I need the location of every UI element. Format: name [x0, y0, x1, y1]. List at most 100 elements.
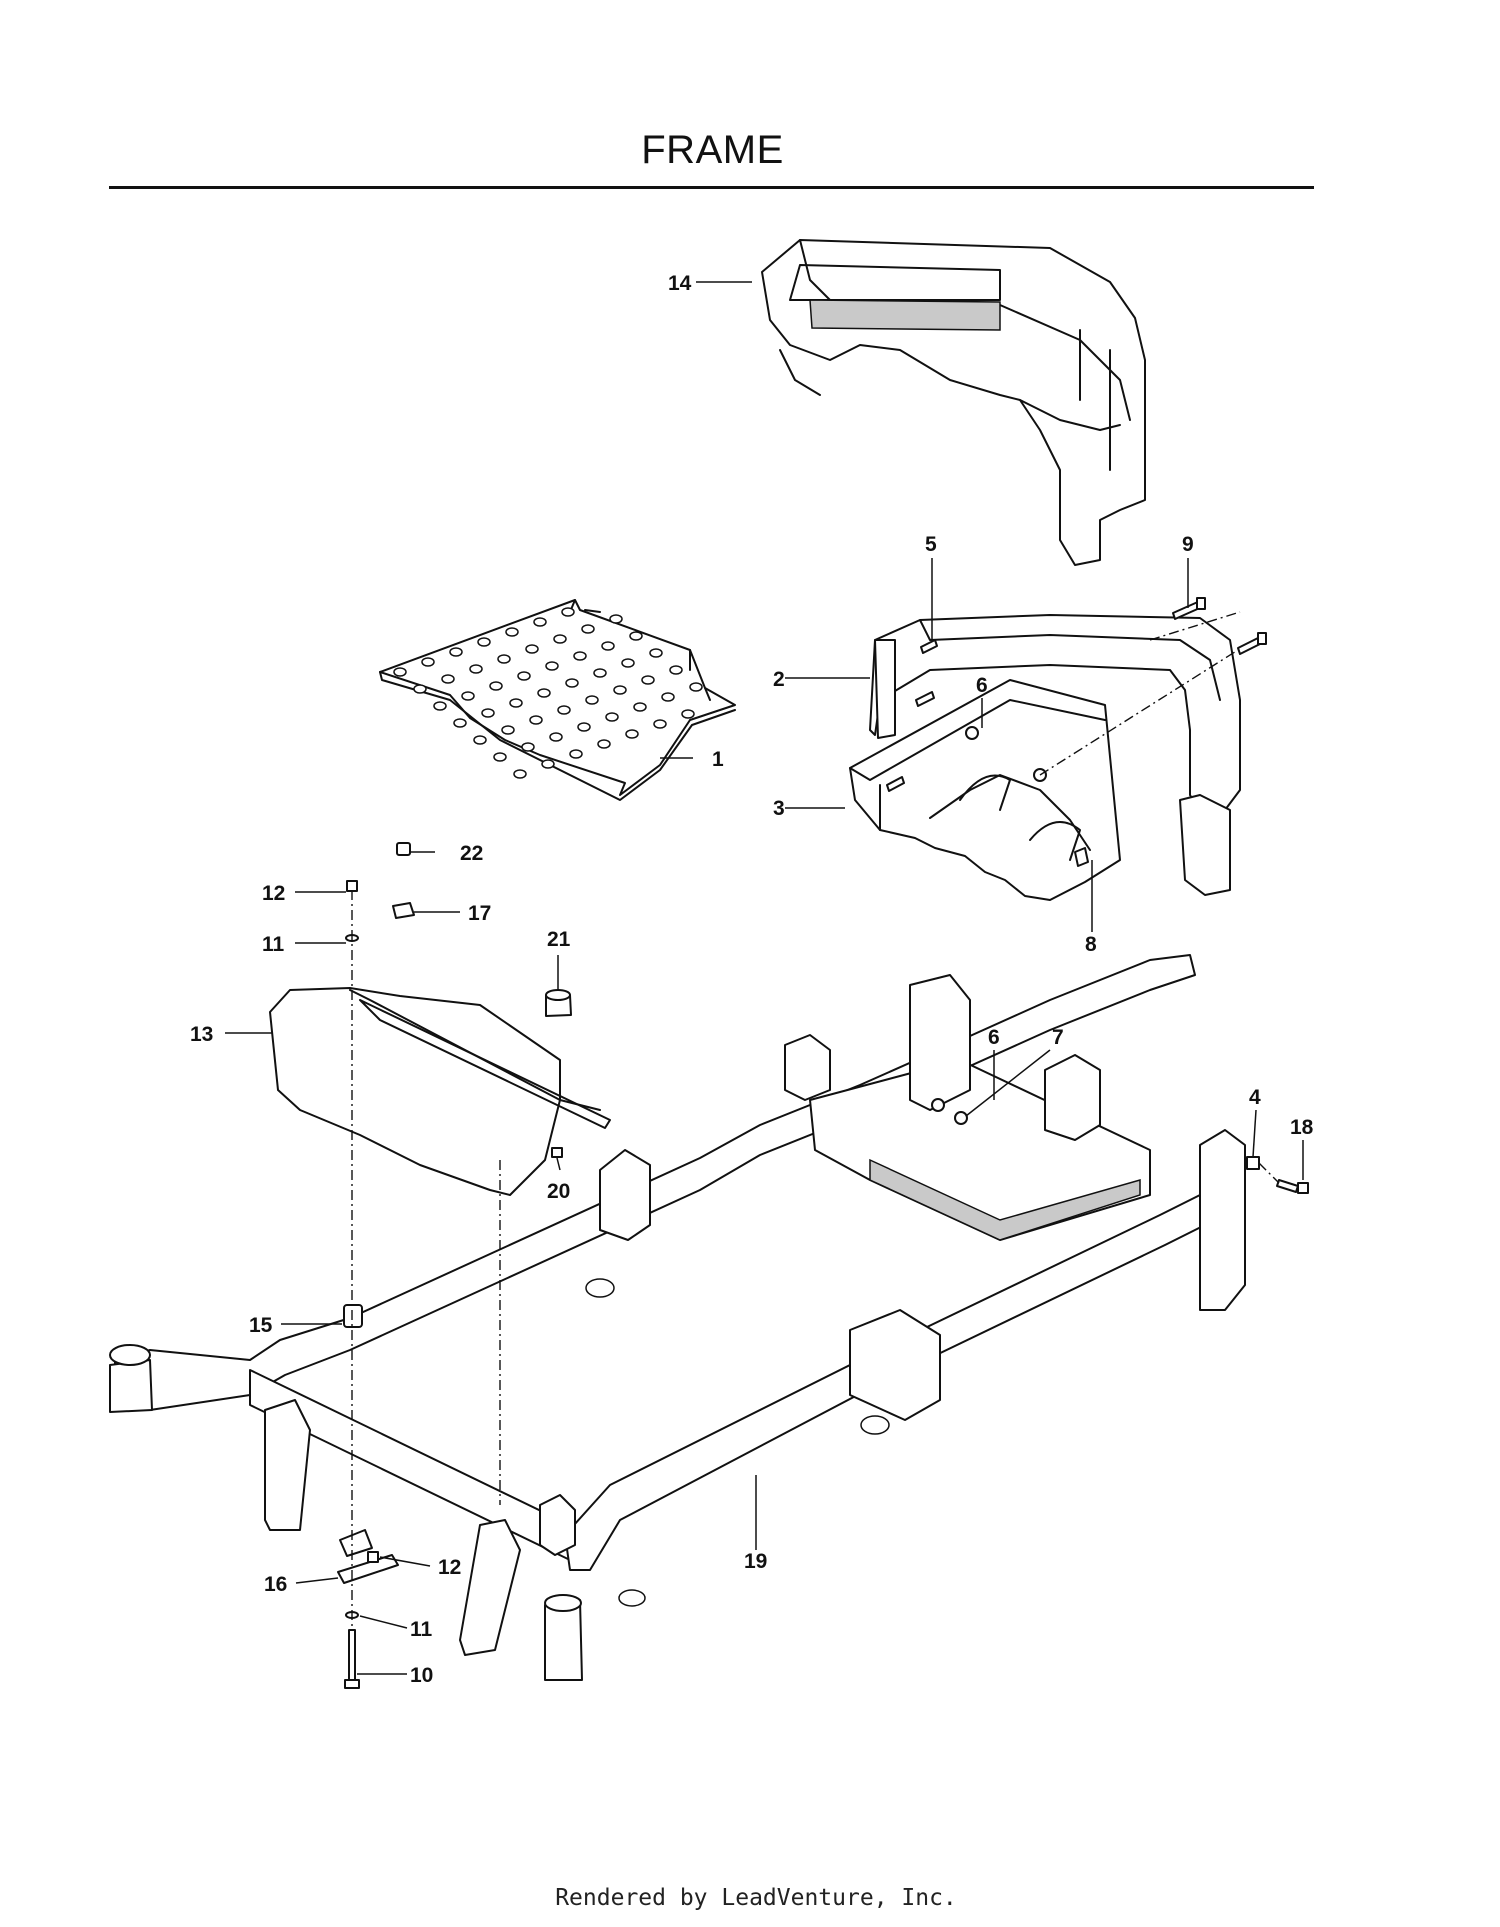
perforation-hole — [585, 695, 599, 705]
perforation-hole — [541, 759, 555, 769]
perforation-hole — [473, 735, 487, 745]
callout-15: 16 — [264, 1573, 287, 1596]
perforation-hole — [613, 685, 627, 695]
bolt-10-shape — [348, 1629, 356, 1681]
perforation-hole — [609, 614, 623, 624]
callout-22: 22 — [460, 842, 483, 865]
spacer-14-shape — [343, 1304, 363, 1328]
perforation-hole — [413, 684, 427, 694]
perforation-hole — [481, 708, 495, 718]
perforation-hole — [509, 698, 523, 708]
perforation-hole — [477, 637, 491, 647]
title-divider — [109, 186, 1314, 189]
perforation-hole — [537, 688, 551, 698]
clip-16-shape — [392, 902, 415, 919]
callout-12b: 12 — [438, 1556, 461, 1579]
perforation-hole — [633, 702, 647, 712]
bolt-5-shape — [920, 639, 938, 654]
perforation-hole — [497, 654, 511, 664]
page-title: FRAME — [641, 128, 784, 172]
perforation-hole — [569, 749, 583, 759]
callout-6b: 6 — [988, 1026, 1000, 1049]
perforation-hole — [489, 681, 503, 691]
perforation-hole — [573, 651, 587, 661]
callout-20: 20 — [547, 1180, 570, 1203]
callout-5: 5 — [925, 533, 937, 556]
bolt-8-shape — [1074, 847, 1089, 867]
perforation-hole — [501, 725, 515, 735]
perforation-hole — [581, 624, 595, 634]
hardware-parts — [337, 597, 1309, 1689]
perforation-hole — [549, 732, 563, 742]
callout-17: 14 — [668, 272, 692, 295]
callout-21: 21 — [547, 928, 571, 951]
perforation-hole — [565, 678, 579, 688]
main-frame-part — [109, 954, 1246, 1681]
callout-18: 18 — [1290, 1116, 1314, 1139]
callout-1: 1 — [712, 748, 724, 771]
nut-12-shape — [346, 880, 358, 892]
perforation-hole — [621, 658, 635, 668]
perforation-hole — [461, 691, 475, 701]
callout-19: 19 — [744, 1550, 767, 1573]
perforation-hole — [433, 701, 447, 711]
perforation-hole — [533, 617, 547, 627]
perforation-hole — [653, 719, 667, 729]
perforation-hole — [597, 739, 611, 749]
bolt-22-shape — [396, 842, 411, 856]
callout-12a: 12 — [262, 882, 285, 905]
perforation-hole — [561, 607, 575, 617]
callout-11a: 11 — [262, 933, 285, 956]
perforation-hole — [593, 668, 607, 678]
callout-14: 15 — [249, 1314, 273, 1337]
callout-11b: 11 — [410, 1618, 433, 1641]
perforation-hole — [441, 674, 455, 684]
perforation-hole — [513, 769, 527, 779]
callout-10: 10 — [410, 1664, 433, 1687]
callout-4: 4 — [1249, 1086, 1261, 1109]
perforation-hole — [421, 657, 435, 667]
nut-4-shape — [1246, 1156, 1260, 1170]
perforation-hole — [689, 682, 703, 692]
seat-support-part — [869, 614, 1241, 896]
nut-7-shape — [954, 1111, 968, 1125]
perforation-hole — [529, 715, 543, 725]
perforation-hole — [601, 641, 615, 651]
callout-16: 17 — [468, 902, 491, 925]
perforation-hole — [469, 664, 483, 674]
nut-20-shape — [551, 1147, 563, 1158]
callout-7: 7 — [1052, 1026, 1064, 1049]
perforation-hole — [517, 671, 531, 681]
perforation-hole — [521, 742, 535, 752]
callout-2: 2 — [773, 668, 785, 691]
perforation-hole — [661, 692, 675, 702]
assembly-lines — [351, 611, 1280, 1630]
perforation-hole — [557, 705, 571, 715]
footer-credit: Rendered by LeadVenture, Inc. — [555, 1885, 957, 1911]
perforation-hole — [553, 634, 567, 644]
rear-cover-part — [761, 239, 1146, 566]
perforation-hole — [545, 661, 559, 671]
perforation-hole — [493, 752, 507, 762]
leader-lines — [225, 281, 1304, 1675]
callout-labels: 14 1 2 3 5 9 6 8 22 17 12 11 21 13 20 15… — [190, 272, 1314, 1687]
perforation-hole — [625, 729, 639, 739]
perforation-hole — [577, 722, 591, 732]
floor-plate-part — [379, 599, 736, 801]
perforation-hole — [605, 712, 619, 722]
perforation-hole — [525, 644, 539, 654]
callout-6a: 6 — [976, 674, 988, 697]
bolt-18-shape — [1276, 1179, 1299, 1193]
nut-6-shape — [965, 726, 979, 740]
perforation-hole — [681, 709, 695, 719]
callout-9: 9 — [1182, 533, 1194, 556]
perforation-hole — [449, 647, 463, 657]
control-panel-cover-part — [269, 987, 611, 1196]
perforation-hole — [669, 665, 683, 675]
perforation-hole — [453, 718, 467, 728]
perforation-hole — [629, 631, 643, 641]
callout-8: 8 — [1085, 933, 1097, 956]
seat-bracket-part — [849, 679, 1121, 901]
perforation-hole — [505, 627, 519, 637]
